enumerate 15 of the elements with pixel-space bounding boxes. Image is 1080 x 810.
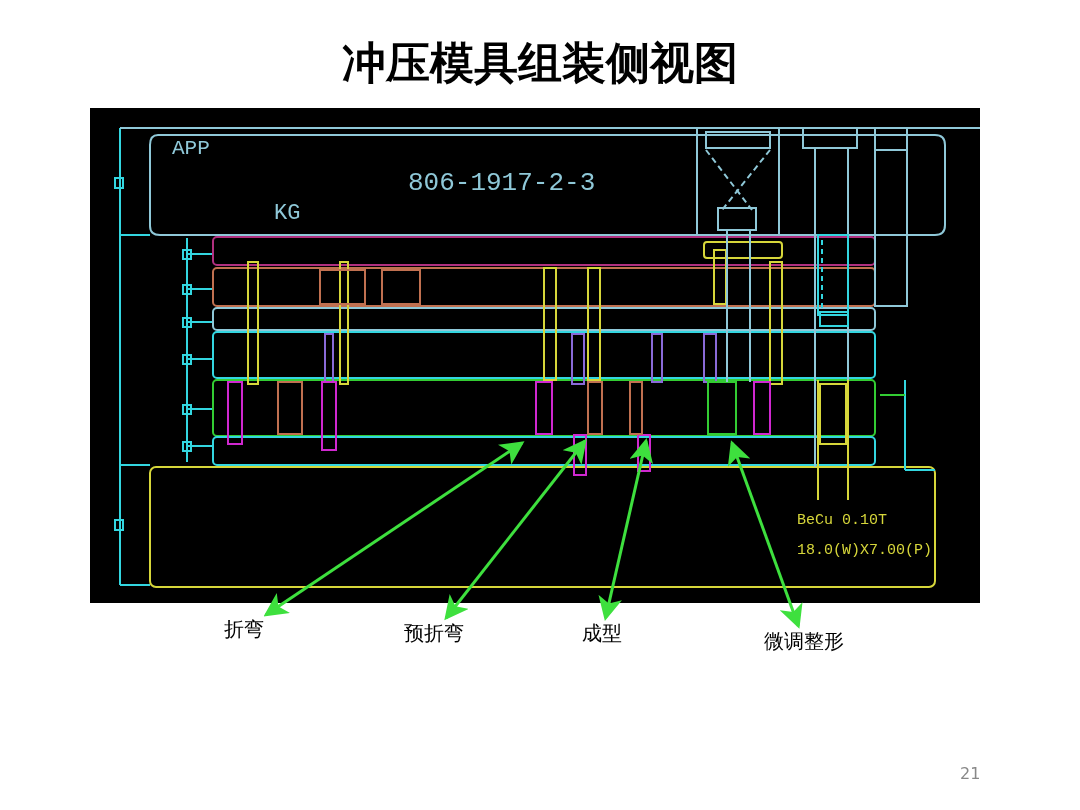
arrow [727, 440, 803, 629]
page-number: 21 [960, 764, 981, 783]
step-label: 折弯 [222, 614, 266, 645]
dimension-label: 18.0(W)X7.00(P) [797, 542, 933, 559]
arrow [444, 438, 587, 621]
part-label: KG [274, 201, 301, 226]
title: 冲压模具组装侧视图 [341, 36, 739, 90]
step-label: 成型 [580, 618, 624, 649]
part-label: APP [172, 137, 210, 160]
step-label: 微调整形 [762, 626, 846, 657]
arrow [263, 441, 525, 617]
drawing-number: 806-1917-2-3 [408, 168, 596, 198]
arrow [598, 438, 653, 621]
material-label: BeCu 0.10T [797, 512, 887, 529]
step-label: 预折弯 [402, 618, 466, 649]
